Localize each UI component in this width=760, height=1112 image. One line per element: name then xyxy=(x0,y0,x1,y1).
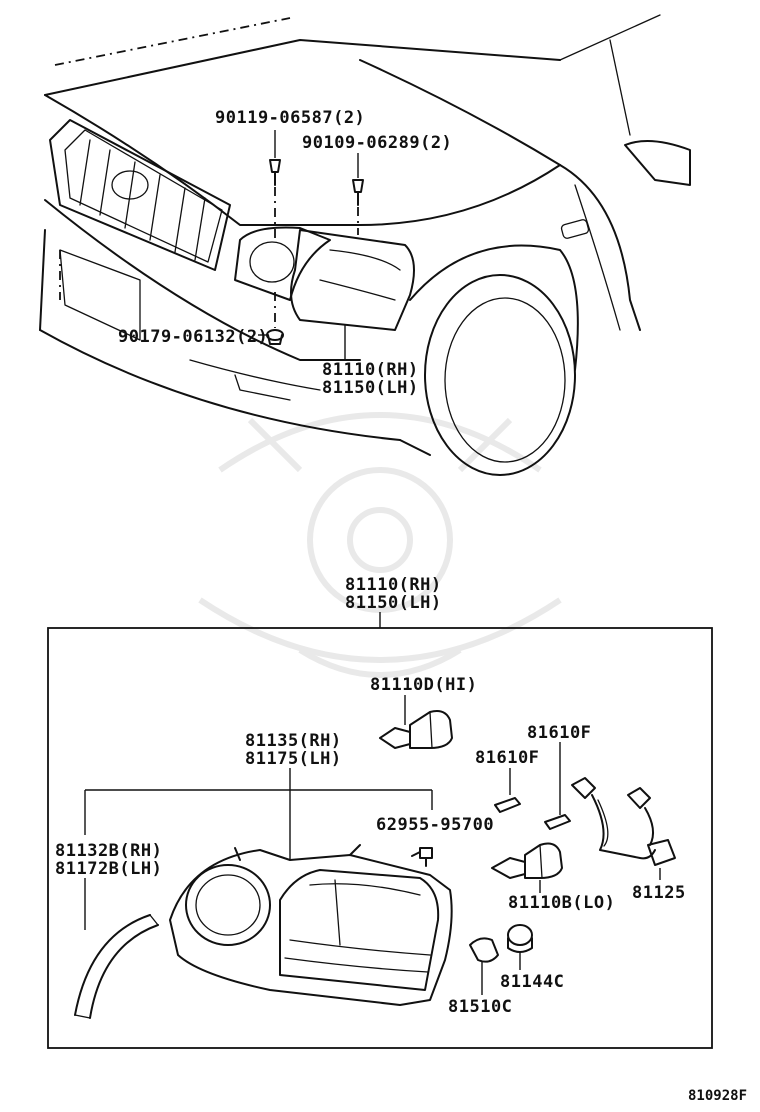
car-front-illustration xyxy=(39,14,691,476)
seal-strip-icon xyxy=(74,914,159,1019)
part-number-label: 81610F xyxy=(527,723,591,743)
part-number-label: 81132B(RH) xyxy=(55,841,162,861)
wire-harness-icon xyxy=(571,777,676,866)
part-number-label: 90179-06132(2) xyxy=(118,327,268,347)
socket-icon xyxy=(544,814,571,830)
hi-bulb-icon xyxy=(379,710,453,749)
part-number-label: 81125 xyxy=(632,883,686,903)
bolt-icon xyxy=(269,159,281,186)
socket-icon xyxy=(494,797,521,813)
side-bulb-icon xyxy=(469,937,499,963)
part-number-label: 81144C xyxy=(500,972,564,992)
screw-icon xyxy=(411,847,433,867)
part-number-label: 81135(RH) xyxy=(245,731,342,751)
part-number-label: 62955-95700 xyxy=(376,815,494,835)
part-number-label: 90119-06587(2) xyxy=(215,108,365,128)
part-number-label: 81110D(HI) xyxy=(370,675,477,695)
assembly-label: 81110(RH) xyxy=(345,575,442,595)
watermark-emblem xyxy=(198,412,562,678)
part-number-label: 81150(LH) xyxy=(322,378,419,398)
part-number-label: 81110(RH) xyxy=(322,360,419,380)
lo-bulb-icon xyxy=(491,842,563,879)
part-number-label: 81610F xyxy=(475,748,539,768)
part-number-label: 81110B(LO) xyxy=(508,893,615,913)
part-number-label: 81510C xyxy=(448,997,512,1017)
figure-code: 810928F xyxy=(688,1088,747,1104)
assembly-label: 81150(LH) xyxy=(345,593,442,613)
exploded-view-frame xyxy=(47,627,713,1049)
side-socket-icon xyxy=(507,924,533,953)
part-number-label: 90109-06289(2) xyxy=(302,133,452,153)
clip-icon xyxy=(266,329,284,345)
bolt-icon xyxy=(352,179,364,206)
upper-leaders xyxy=(258,130,359,360)
part-number-label: 81175(LH) xyxy=(245,749,342,769)
headlamp-housing-icon xyxy=(169,844,453,1006)
part-number-label: 81172B(LH) xyxy=(55,859,162,879)
